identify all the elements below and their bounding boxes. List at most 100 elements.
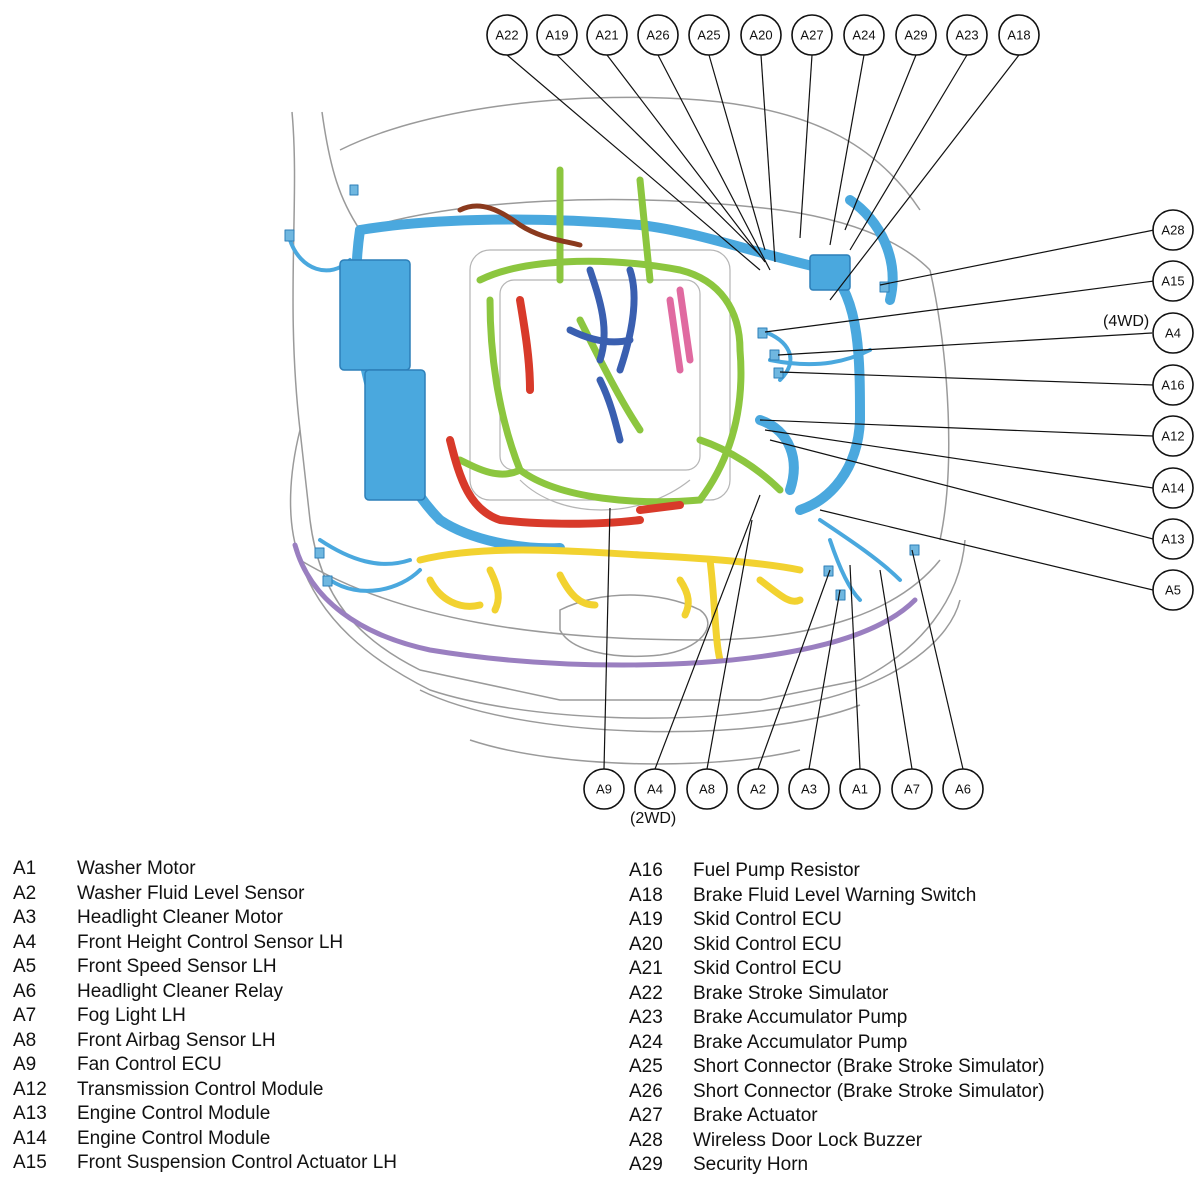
callout-label: A6	[955, 782, 971, 797]
legend-description: Transmission Control Module	[77, 1078, 324, 1100]
brown-harness	[457, 203, 583, 248]
purple-harness	[292, 542, 918, 668]
legend-code: A13	[13, 1103, 47, 1124]
callout-circle	[536, 14, 578, 56]
callout-circle	[1152, 209, 1194, 251]
legend-row: A23 Brake Accumulator Pump	[629, 1006, 1045, 1031]
callout-leader-lines	[506, 54, 1155, 770]
callout-label: A28	[1161, 223, 1184, 238]
callout-a16: A16	[1152, 364, 1194, 406]
callout-a9: A9	[583, 768, 625, 810]
callout-label: A21	[595, 28, 618, 43]
callout-label: A5	[1165, 583, 1181, 598]
callout-circle	[583, 768, 625, 810]
legend-code: A20	[629, 933, 663, 955]
callout-a4: A4	[1152, 312, 1194, 354]
legend-row: A15 Front Suspension Control Actuator LH	[13, 1151, 397, 1176]
callout-circle	[1152, 467, 1194, 509]
callout-a3: A3	[788, 768, 830, 810]
callout-a5: A5	[1152, 569, 1194, 611]
callout-a25: A25	[688, 14, 730, 56]
legend-code: A25	[629, 1056, 663, 1077]
legend-code: A26	[629, 1080, 663, 1102]
callout-label: A14	[1161, 481, 1184, 496]
callout-label: A4	[1165, 326, 1181, 341]
callout-circle	[998, 14, 1040, 56]
legend-code: A23	[629, 1007, 663, 1028]
legend-description: Short Connector (Brake Stroke Simulator)	[693, 1056, 1045, 1077]
callout-circle	[740, 14, 782, 56]
callout-circle	[1152, 364, 1194, 406]
callout-label: A19	[545, 28, 568, 43]
legend-code: A2	[13, 882, 37, 904]
legend-code: A14	[13, 1127, 47, 1149]
legend-description: Wireless Door Lock Buzzer	[693, 1129, 923, 1151]
legend-description: Fuel Pump Resistor	[693, 860, 860, 881]
callout-a12: A12	[1152, 415, 1194, 457]
callout-a20: A20	[740, 14, 782, 56]
note-2wd: (2WD)	[630, 810, 676, 827]
legend-code: A18	[629, 884, 663, 906]
callout-circle	[737, 768, 779, 810]
legend-description: Brake Actuator	[693, 1105, 818, 1126]
fuse-relay-box	[339, 254, 851, 501]
callout-a8: A8	[686, 768, 728, 810]
callout-a1: A1	[839, 768, 881, 810]
callout-circle	[1152, 260, 1194, 302]
legend-description: Brake Accumulator Pump	[693, 1007, 908, 1028]
legend-description: Short Connector (Brake Stroke Simulator)	[693, 1080, 1045, 1102]
callout-label: A15	[1161, 274, 1184, 289]
legend-row: A24 Brake Accumulator Pump	[629, 1031, 1045, 1056]
legend-description: Brake Accumulator Pump	[693, 1031, 908, 1053]
legend-row: A18 Brake Fluid Level Warning Switch	[629, 884, 1045, 909]
callout-label: A12	[1161, 429, 1184, 444]
note-4wd: (4WD)	[1103, 313, 1149, 330]
callout-circle	[634, 768, 676, 810]
legend-code: A16	[629, 860, 663, 881]
legend-row: A26 Short Connector (Brake Stroke Simulat…	[629, 1080, 1045, 1105]
legend-description: Front Airbag Sensor LH	[77, 1029, 276, 1051]
connector-stubs	[284, 184, 920, 601]
callout-label: A26	[646, 28, 669, 43]
legend-description: Brake Fluid Level Warning Switch	[693, 884, 977, 906]
callout-a27: A27	[791, 14, 833, 56]
legend-code: A15	[13, 1152, 47, 1173]
legend-code: A4	[13, 931, 37, 953]
legend-description: Engine Control Module	[77, 1103, 271, 1124]
callout-a29: A29	[895, 14, 937, 56]
callout-a19: A19	[536, 14, 578, 56]
legend-description: Fog Light LH	[77, 1005, 186, 1026]
callout-circle	[839, 768, 881, 810]
blue-harness	[351, 195, 898, 554]
legend-row: A12 Transmission Control Module	[13, 1078, 397, 1103]
callout-label: A20	[749, 28, 772, 43]
legend-description: Skid Control ECU	[693, 933, 842, 955]
callout-a4: A4	[634, 768, 676, 810]
legend-description: Brake Stroke Simulator	[693, 982, 889, 1004]
callout-label: A29	[904, 28, 927, 43]
callout-circle	[1152, 415, 1194, 457]
callout-a15: A15	[1152, 260, 1194, 302]
callout-a13: A13	[1152, 518, 1194, 560]
blue-harness-thin	[288, 238, 902, 602]
legend-description: Front Suspension Control Actuator LH	[77, 1152, 398, 1173]
legend-code: A24	[629, 1031, 663, 1053]
callout-label: A1	[852, 782, 868, 797]
callout-circle	[1152, 312, 1194, 354]
pink-harness	[666, 286, 694, 374]
legend-code: A12	[13, 1078, 47, 1100]
callout-label: A27	[800, 28, 823, 43]
navy-harness	[566, 266, 638, 444]
